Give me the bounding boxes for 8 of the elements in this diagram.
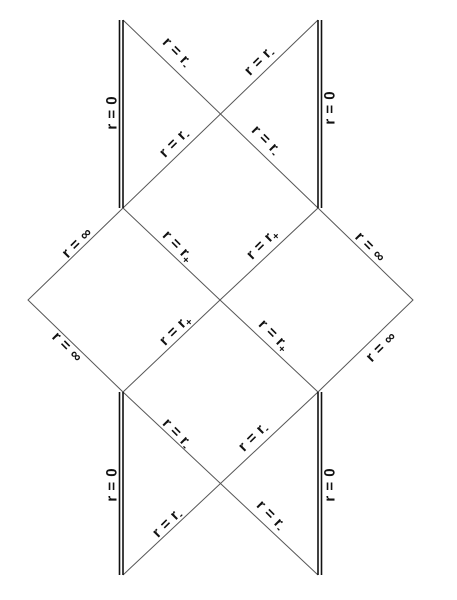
boundary-label: r = 0 bbox=[104, 468, 120, 502]
boundary-label: r = ∞ bbox=[352, 229, 388, 265]
boundary-label: r = ∞ bbox=[363, 329, 399, 365]
boundary-label: r = ∞ bbox=[59, 225, 95, 261]
boundary-label: r = ∞ bbox=[49, 329, 85, 365]
boundary-label: r = 0 bbox=[104, 96, 120, 130]
boundary-label: r = 0 bbox=[322, 468, 338, 502]
boundary-label: r = 0 bbox=[322, 91, 338, 125]
